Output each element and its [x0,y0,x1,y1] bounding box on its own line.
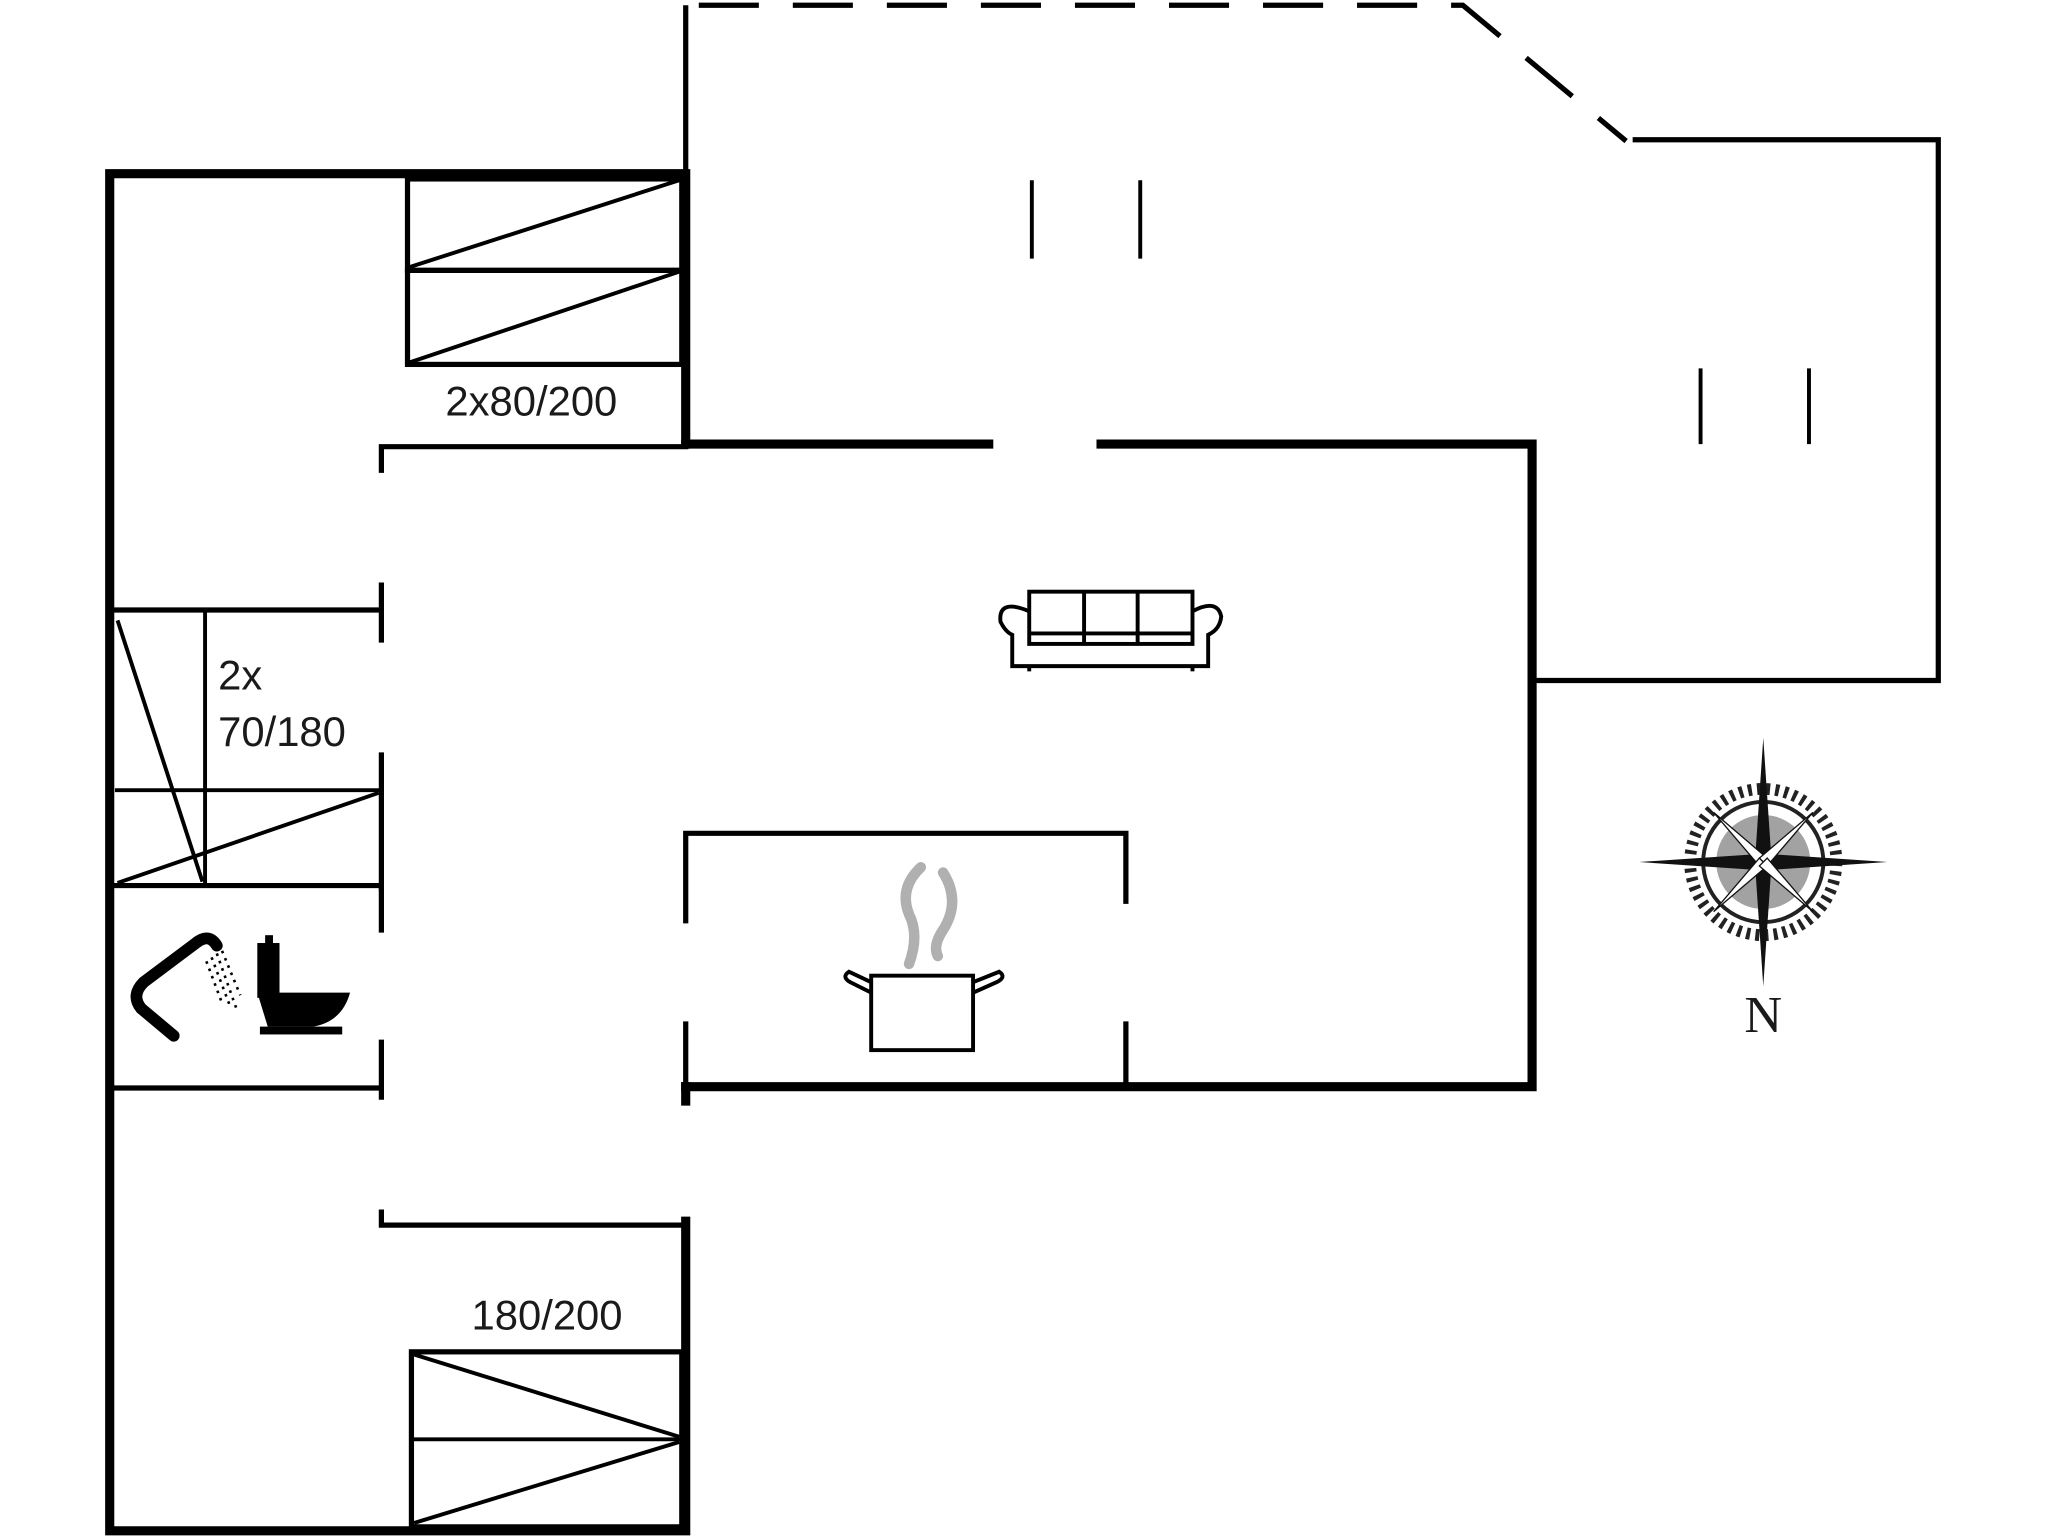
cooking-pot-icon [843,862,1005,1053]
sofa-icon [998,589,1224,672]
double-bed [408,1349,685,1530]
bed-count-label: 2x [218,652,262,699]
bed-size-label: 70/180 [218,708,346,755]
exterior-walls [105,169,1537,1536]
toilet-icon [257,935,351,1035]
kitchen [683,830,1129,1090]
living-room [998,589,1224,672]
bunk-bed [114,609,382,886]
bed-size-label: 180/200 [472,1292,623,1339]
bed-size-label: 2x80/200 [445,377,617,424]
bedroom-bunk: 2x 70/180 [112,582,384,891]
bathroom [112,885,384,1100]
shower-icon [130,932,242,1042]
single-bed [404,267,685,368]
bedroom-top: 2x80/200 [378,176,689,473]
single-bed [404,176,685,273]
terrace [683,2,1941,684]
compass-rose-icon [1639,737,1888,987]
bedroom-bottom: 180/200 [378,1209,689,1530]
compass-north-label: N [1744,986,1782,1044]
